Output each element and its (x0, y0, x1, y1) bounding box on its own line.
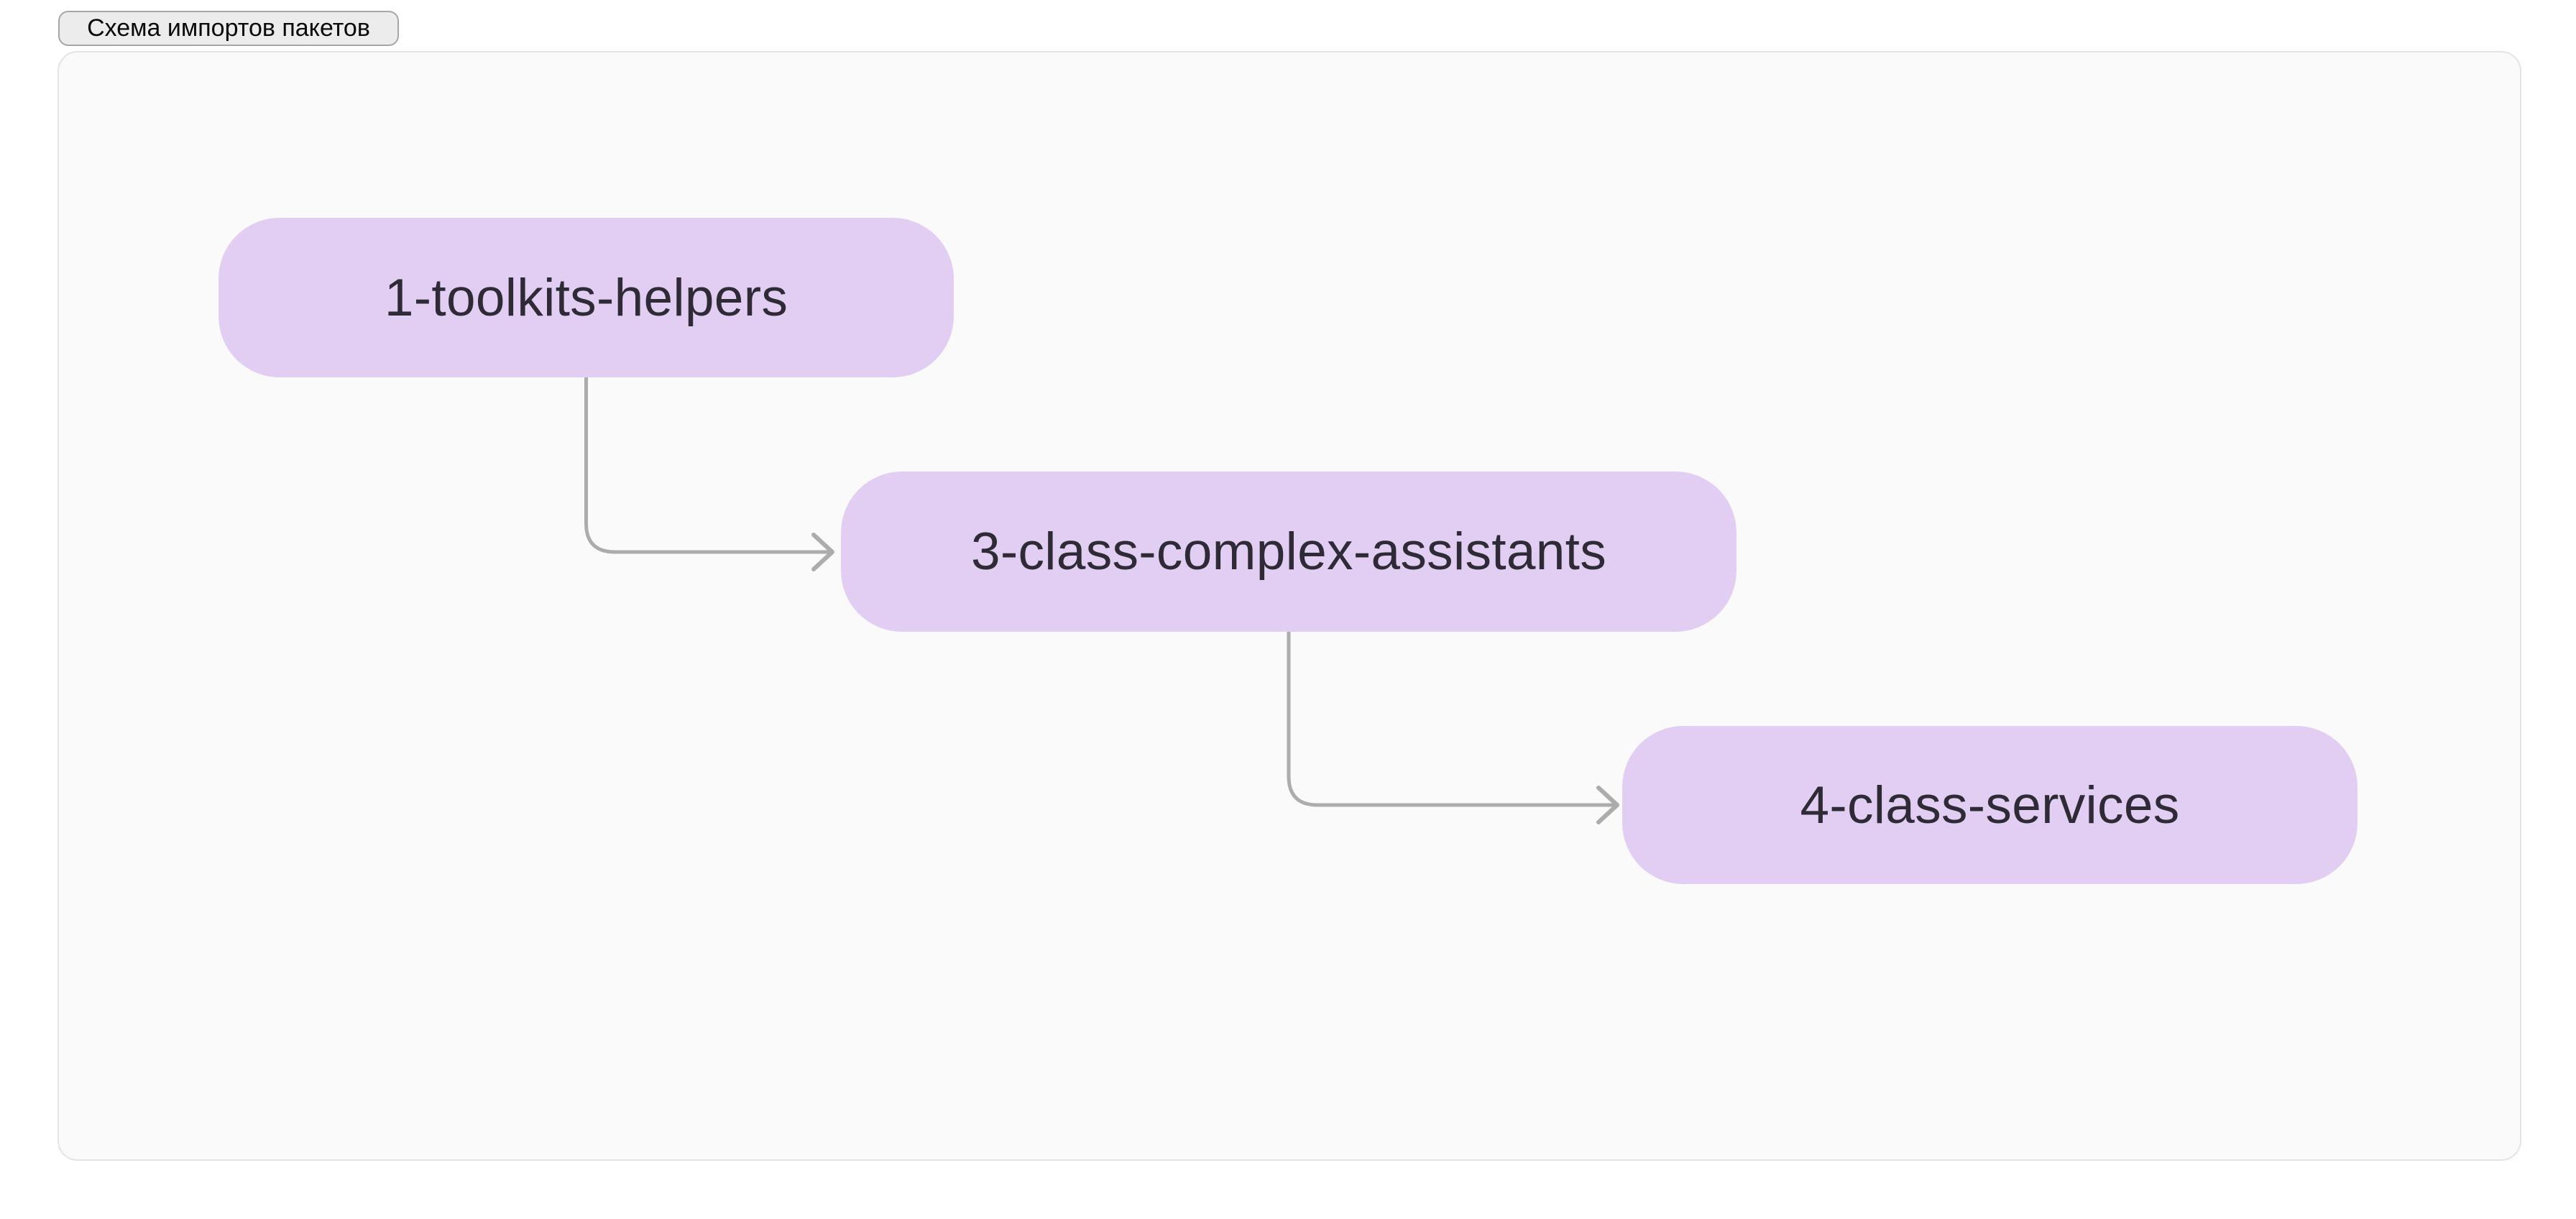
node-label: 3-class-complex-assistants (970, 523, 1607, 581)
node-class-complex-assistants: 3-class-complex-assistants (841, 472, 1736, 632)
node-label: 4-class-services (1800, 776, 2180, 834)
node-class-services: 4-class-services (1622, 726, 2358, 884)
node-label: 1-toolkits-helpers (384, 268, 788, 327)
node-toolkits-helpers: 1-toolkits-helpers (218, 218, 954, 377)
diagram-title-button[interactable]: Схема импортов пакетов (58, 11, 399, 46)
